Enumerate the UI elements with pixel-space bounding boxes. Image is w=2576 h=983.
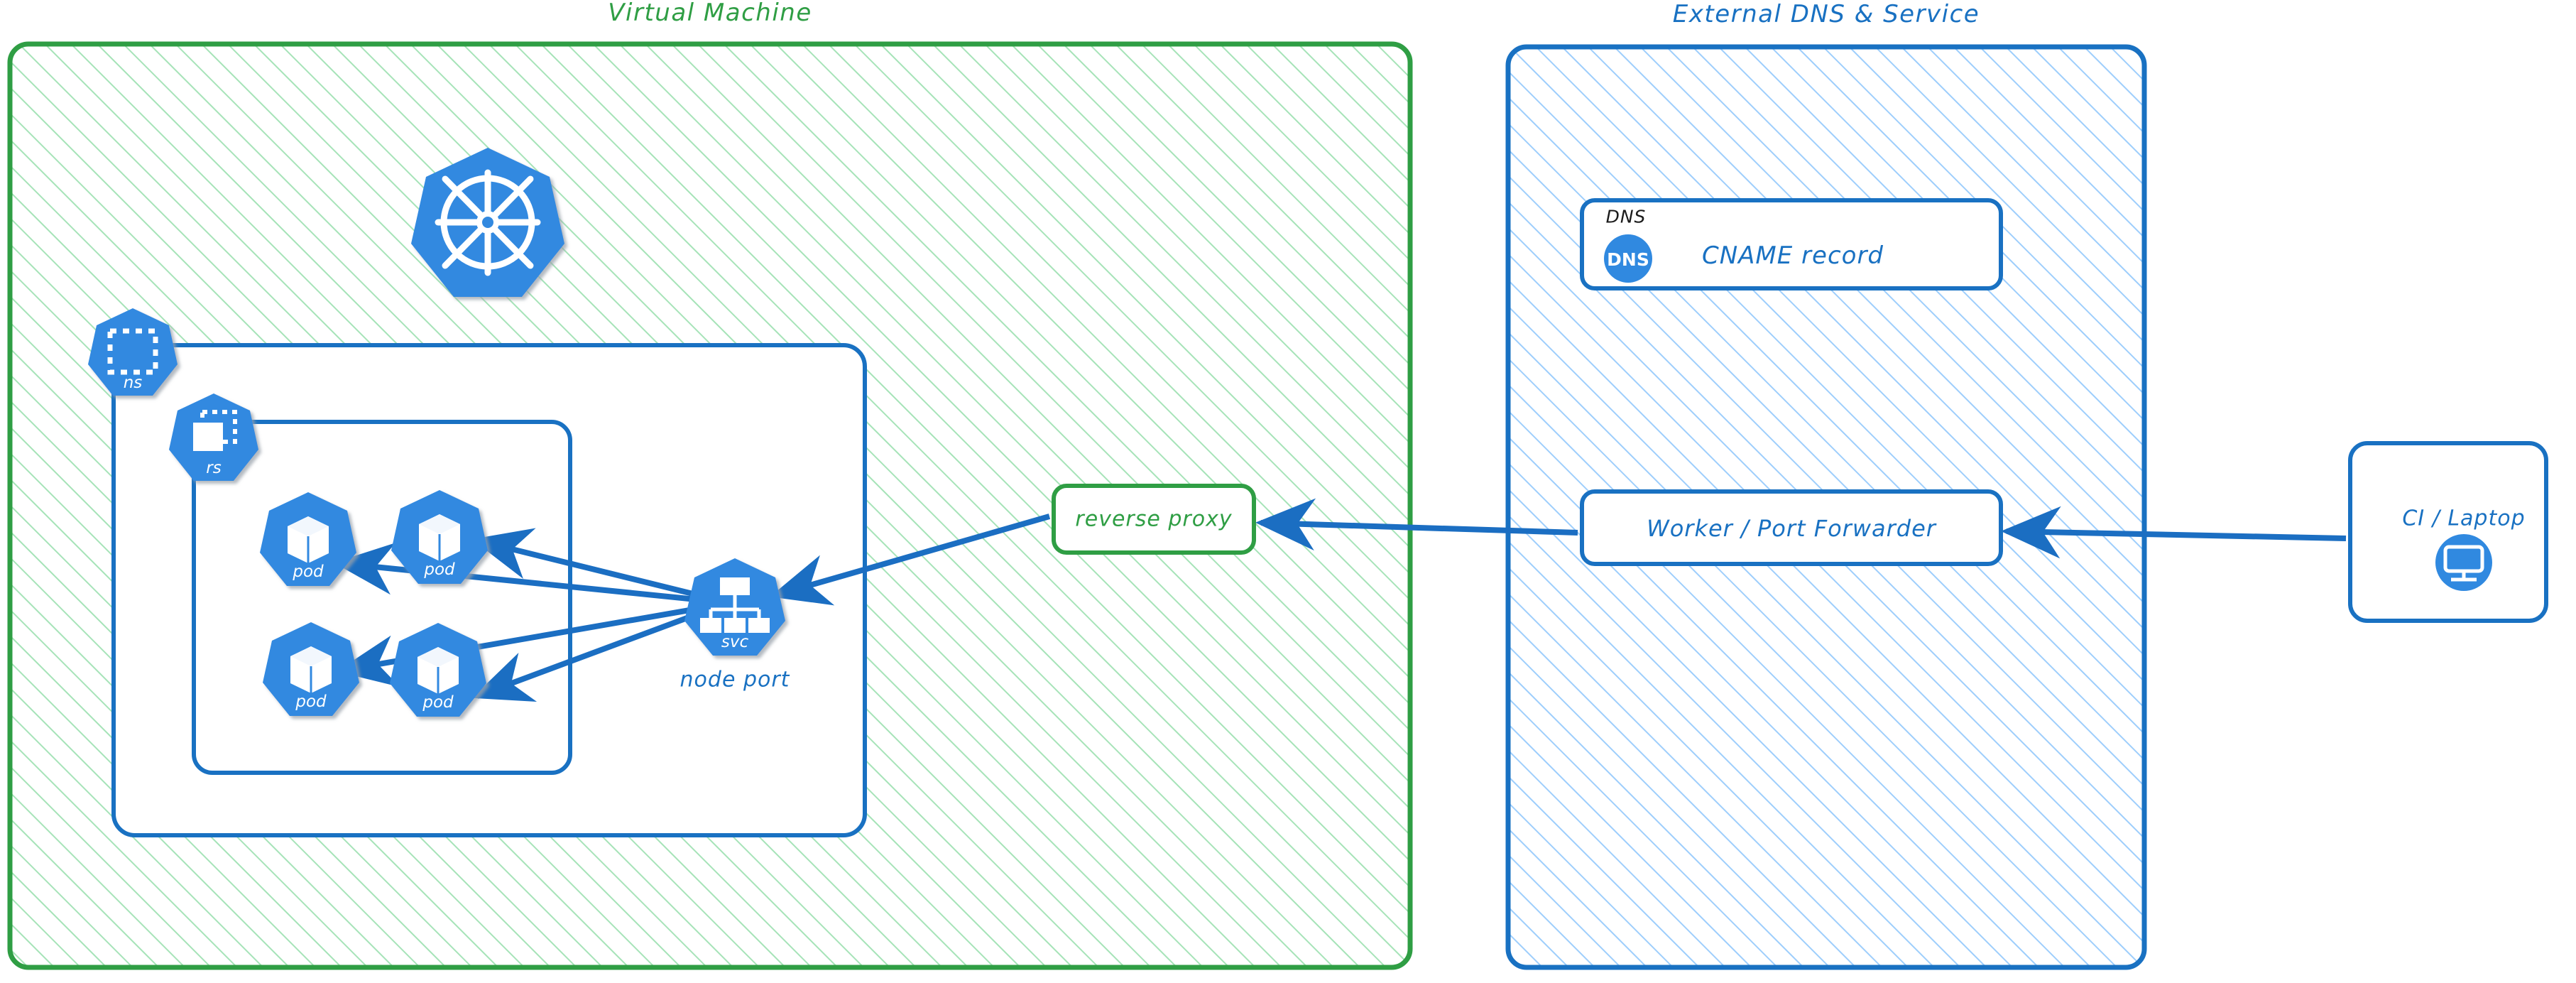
pod-node-3: pod [263, 622, 359, 716]
pod-label: pod [422, 693, 454, 712]
worker-label: Worker / Port Forwarder [1647, 515, 1936, 542]
arrow-svc-to-pod-4 [471, 607, 711, 702]
pod-cube-icon [417, 647, 459, 694]
dns-record-box[interactable] [1580, 198, 2003, 290]
dns-section-label: DNS [1605, 206, 1647, 227]
namespace-icon: ns [88, 308, 178, 396]
reverse-proxy-label: reverse proxy [1075, 506, 1233, 532]
pod-label: pod [295, 693, 327, 711]
pod-node-2: pod [391, 490, 488, 584]
namespace-badge-label: ns [124, 374, 143, 392]
group-label-external-dns-service: External DNS & Service [1672, 0, 1980, 28]
dns-circle-icon: DNS [1604, 234, 1652, 283]
cname-record-label: CNAME record [1701, 241, 1884, 270]
pod-label: pod [292, 563, 324, 581]
pod-node-1: pod [260, 492, 356, 586]
reverse-proxy-box[interactable] [1052, 484, 1256, 555]
arrow-reverse-proxy-to-svc [770, 514, 1051, 606]
replicaset-badge-label: rs [206, 459, 221, 477]
pod-node-4: pod [390, 623, 486, 717]
arrow-group-chain [770, 498, 2347, 606]
replicaset-icon: rs [169, 393, 258, 481]
worker-box[interactable] [1580, 489, 2003, 566]
pod-label: pod [423, 560, 455, 579]
dns-icon-label: DNS [1607, 249, 1649, 270]
group-label-virtual-machine: Virtual Machine [608, 0, 812, 27]
arrow-worker-to-reverse-proxy [1255, 498, 1578, 551]
ci-laptop-label: CI / Laptop [2402, 506, 2526, 531]
service-hierarchy-icon [700, 577, 770, 633]
pod-cube-icon [288, 516, 329, 563]
pod-cube-icon [290, 646, 332, 693]
kubernetes-wheel-icon [411, 148, 564, 297]
ci-laptop-box[interactable] [2348, 441, 2548, 623]
service-node: svc [684, 558, 785, 656]
replicaset-box [192, 420, 572, 775]
pod-cube-icon [419, 514, 460, 561]
arrow-svc-to-pod-1 [334, 543, 711, 604]
node-port-label: node port [680, 667, 790, 693]
arrow-ci-laptop-to-worker [2001, 506, 2347, 559]
arrow-svc-to-pod-2 [471, 528, 711, 601]
svc-label: svc [721, 633, 749, 651]
desktop-monitor-icon [2435, 534, 2492, 591]
